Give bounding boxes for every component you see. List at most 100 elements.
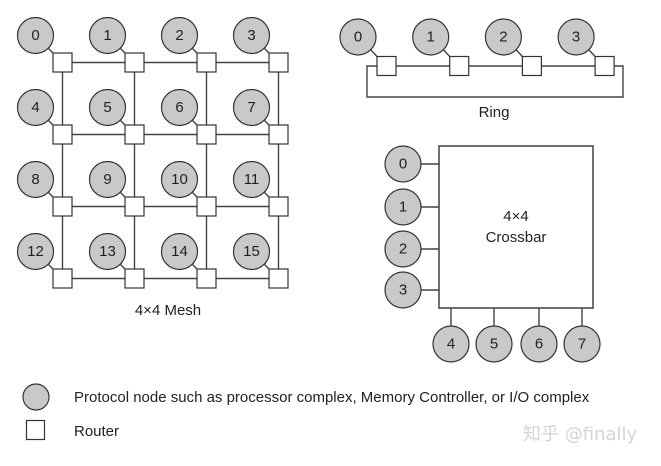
node-label: 0 [354, 29, 362, 46]
node-circle [475, 325, 513, 363]
mesh-node-link [119, 263, 126, 270]
mesh-node-link [191, 119, 198, 126]
mesh-node-9: 9 [88, 160, 127, 199]
mesh-node-8: 8 [16, 160, 55, 199]
mesh-node-link [191, 191, 198, 198]
mesh-node-14: 14 [160, 232, 199, 271]
node-label: 4 [31, 99, 39, 116]
node-label: 2 [499, 29, 507, 46]
node-circle [88, 160, 127, 199]
mesh-node-link [263, 191, 270, 198]
node-circle [16, 160, 55, 199]
node-label: 2 [399, 241, 407, 258]
legend-node-icon [22, 383, 50, 411]
mesh-node-link [191, 47, 198, 54]
mesh-node-2: 2 [160, 16, 199, 55]
node-circle [232, 232, 271, 271]
mesh-node-13: 13 [88, 232, 127, 271]
node-circle [384, 188, 422, 226]
crossbar-node-0: 0 [384, 145, 422, 183]
ring-node-3: 3 [557, 18, 595, 56]
mesh-node-link [263, 47, 270, 54]
crossbar-node-1: 1 [384, 188, 422, 226]
mesh-node-15: 15 [232, 232, 271, 271]
mesh-router [52, 196, 73, 217]
node-circle [232, 88, 271, 127]
node-circle [232, 16, 271, 55]
node-circle [160, 160, 199, 199]
node-label: 11 [244, 171, 260, 188]
node-label: 2 [175, 27, 183, 44]
node-circle [16, 88, 55, 127]
ring-router [376, 55, 397, 77]
node-label: 14 [171, 243, 188, 260]
mesh-node-11: 11 [232, 160, 271, 199]
mesh-router [268, 196, 289, 217]
mesh-node-link [119, 119, 126, 126]
mesh-node-link [263, 263, 270, 270]
mesh-node-3: 3 [232, 16, 271, 55]
node-circle [88, 16, 127, 55]
ring-loop-link [366, 65, 624, 98]
node-circle [339, 18, 377, 56]
node-circle [384, 230, 422, 268]
node-label: 5 [490, 336, 498, 353]
mesh-node-link [47, 263, 54, 270]
crossbar-switch [438, 145, 594, 309]
mesh-router [268, 268, 289, 289]
node-label: 3 [247, 27, 255, 44]
mesh-node-7: 7 [232, 88, 271, 127]
node-label: 6 [175, 99, 183, 116]
node-label: 6 [535, 336, 543, 353]
node-label: 7 [247, 99, 255, 116]
watermark: 知乎 @finally [523, 424, 637, 445]
mesh-router [124, 268, 145, 289]
node-circle [557, 18, 595, 56]
mesh-node-6: 6 [160, 88, 199, 127]
crossbar-node-5: 5 [475, 325, 513, 363]
node-circle [412, 18, 450, 56]
node-label: 5 [103, 99, 111, 116]
mesh-router [268, 52, 289, 73]
mesh-node-0: 0 [16, 16, 55, 55]
node-circle [432, 325, 470, 363]
node-circle [160, 16, 199, 55]
node-label: 12 [27, 243, 44, 260]
ring-node-link [515, 49, 523, 57]
crossbar-node-4: 4 [432, 325, 470, 363]
node-label: 3 [572, 29, 580, 46]
node-label: 1 [103, 27, 111, 44]
node-label: 8 [31, 171, 39, 188]
crossbar-node-2: 2 [384, 230, 422, 268]
crossbar-label-name: Crossbar [486, 229, 547, 246]
mesh-node-link [191, 263, 198, 270]
node-circle [160, 88, 199, 127]
mesh-links [47, 47, 280, 280]
legend-router-text: Router [74, 423, 119, 440]
ring-node-0: 0 [339, 18, 377, 56]
mesh-router [52, 124, 73, 145]
node-circle [88, 88, 127, 127]
mesh-node-link [263, 119, 270, 126]
crossbar-node-3: 3 [384, 271, 422, 309]
crossbar-node-6: 6 [520, 325, 558, 363]
node-label: 15 [243, 243, 260, 260]
node-circle [16, 232, 55, 271]
node-circle [520, 325, 558, 363]
mesh-node-4: 4 [16, 88, 55, 127]
ring-links [366, 49, 624, 98]
ring-router [521, 55, 543, 77]
mesh-router [52, 268, 73, 289]
mesh-node-1: 1 [88, 16, 127, 55]
mesh-node-5: 5 [88, 88, 127, 127]
legend: Protocol node such as processor complex,… [22, 383, 590, 441]
mesh-node-10: 10 [160, 160, 199, 199]
mesh-router [196, 124, 217, 145]
ring-caption: Ring [479, 104, 510, 121]
mesh-node-link [47, 119, 54, 126]
ring-node-link [442, 49, 451, 57]
ring-node-link [588, 49, 596, 57]
